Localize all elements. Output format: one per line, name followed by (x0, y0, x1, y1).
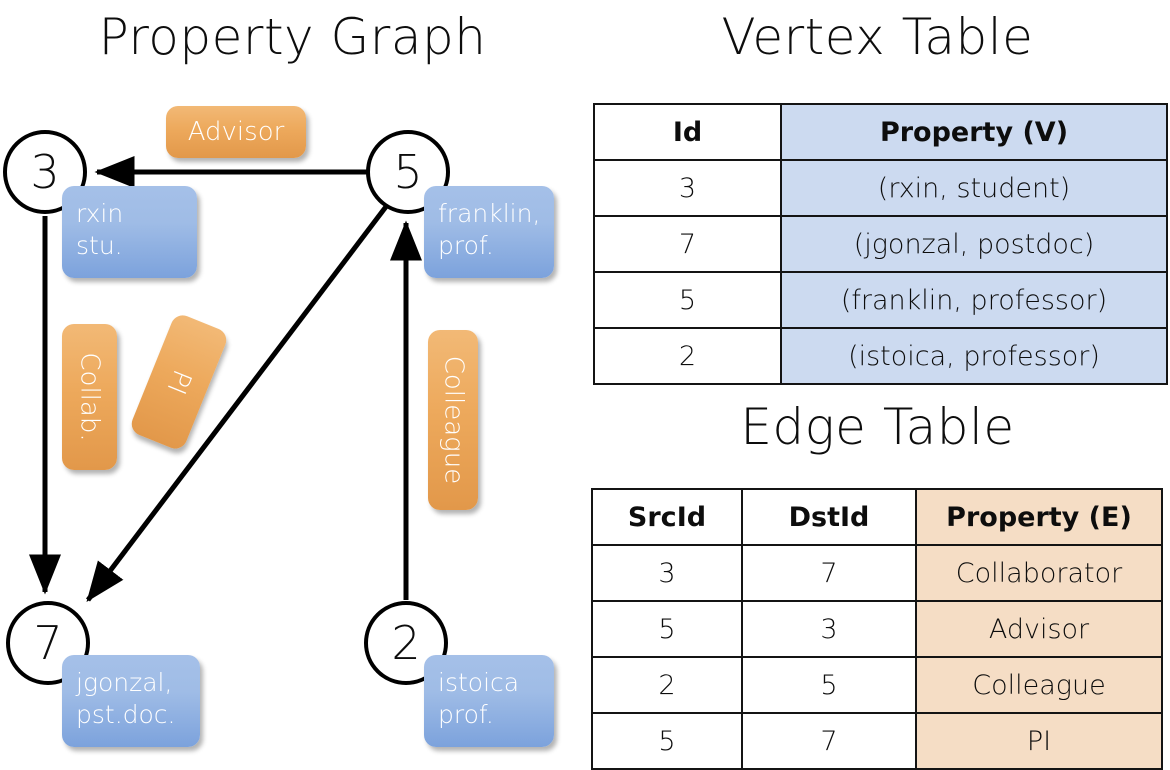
edge-label-advisor: Advisor (166, 106, 306, 158)
edge-cell-srcid: 2 (591, 656, 743, 714)
vertex-property-box-7: jgonzal, pst.doc. (62, 655, 200, 747)
vertex-property-box-5: franklin, prof. (424, 186, 554, 278)
vertex-cell-property: (rxin, student) (780, 159, 1168, 217)
vertex-cell-property: (jgonzal, postdoc) (780, 215, 1168, 273)
edge-table-header-property: Property (E) (915, 488, 1163, 546)
vertex-cell-id: 3 (593, 159, 782, 217)
vertex-cell-id: 7 (593, 215, 782, 273)
edge-cell-dstid: 7 (741, 544, 917, 602)
graph-edges-layer (29, 156, 422, 602)
table-row: 5 (franklin, professor) (593, 271, 1168, 329)
edge-cell-srcid: 5 (591, 600, 743, 658)
graph-node-7-label: 7 (33, 616, 63, 670)
graph-node-3-label: 3 (30, 145, 60, 199)
table-row: 3 (rxin, student) (593, 159, 1168, 217)
edge-label-collab-text: Collab. (74, 352, 105, 442)
table-row: 2 (istoica, professor) (593, 327, 1168, 385)
table-row: 2 5 Colleague (591, 656, 1163, 714)
edge-table-header-srcid: SrcId (591, 488, 743, 546)
table-row: 7 (jgonzal, postdoc) (593, 215, 1168, 273)
edge-label-advisor-text: Advisor (187, 117, 285, 147)
vertex-table-header-property: Property (V) (780, 103, 1168, 161)
graph-node-5-label: 5 (393, 145, 423, 199)
edge-label-collab: Collab. (62, 324, 117, 470)
edge-cell-property: Advisor (915, 600, 1163, 658)
edge-cell-srcid: 3 (591, 544, 743, 602)
edge-cell-property: PI (915, 712, 1163, 770)
table-row: 5 7 PI (591, 712, 1163, 770)
vertex-table-header-row: Id Property (V) (593, 103, 1168, 161)
vertex-table-header-id: Id (593, 103, 782, 161)
vertex-cell-property: (istoica, professor) (780, 327, 1168, 385)
edge-cell-property: Colleague (915, 656, 1163, 714)
edge-cell-property: Collaborator (915, 544, 1163, 602)
page-title-vertex-table: Vertex Table (721, 8, 1034, 66)
edge-cell-srcid: 5 (591, 712, 743, 770)
graph-node-2[interactable]: 2 (364, 601, 448, 685)
vertex-cell-property: (franklin, professor) (780, 271, 1168, 329)
edge-table: SrcId DstId Property (E) 3 7 Collaborato… (591, 488, 1163, 770)
edge-5-to-7-pi (86, 202, 390, 602)
vertex-property-box-3: rxin stu. (62, 186, 197, 278)
edge-label-colleague: Colleague (428, 330, 478, 510)
edge-cell-dstid: 5 (741, 656, 917, 714)
graph-node-5[interactable]: 5 (366, 130, 450, 214)
table-row: 3 7 Collaborator (591, 544, 1163, 602)
edge-cell-dstid: 7 (741, 712, 917, 770)
vertex-table: Id Property (V) 3 (rxin, student) 7 (jgo… (593, 103, 1168, 385)
edge-cell-dstid: 3 (741, 600, 917, 658)
edge-label-pi-text: PI (160, 365, 198, 399)
page-title-edge-table: Edge Table (740, 398, 1015, 456)
vertex-cell-id: 5 (593, 271, 782, 329)
graph-node-2-label: 2 (391, 616, 421, 670)
vertex-cell-id: 2 (593, 327, 782, 385)
property-graph-panel: Property Graph 3 5 7 2 rxin stu. frankli… (0, 0, 585, 760)
page-title-property-graph: Property Graph (98, 8, 487, 66)
edge-label-colleague-text: Colleague (438, 355, 469, 485)
table-row: 5 3 Advisor (591, 600, 1163, 658)
vertex-property-box-2: istoica prof. (424, 655, 554, 747)
edge-table-header-row: SrcId DstId Property (E) (591, 488, 1163, 546)
edge-table-header-dstid: DstId (741, 488, 917, 546)
